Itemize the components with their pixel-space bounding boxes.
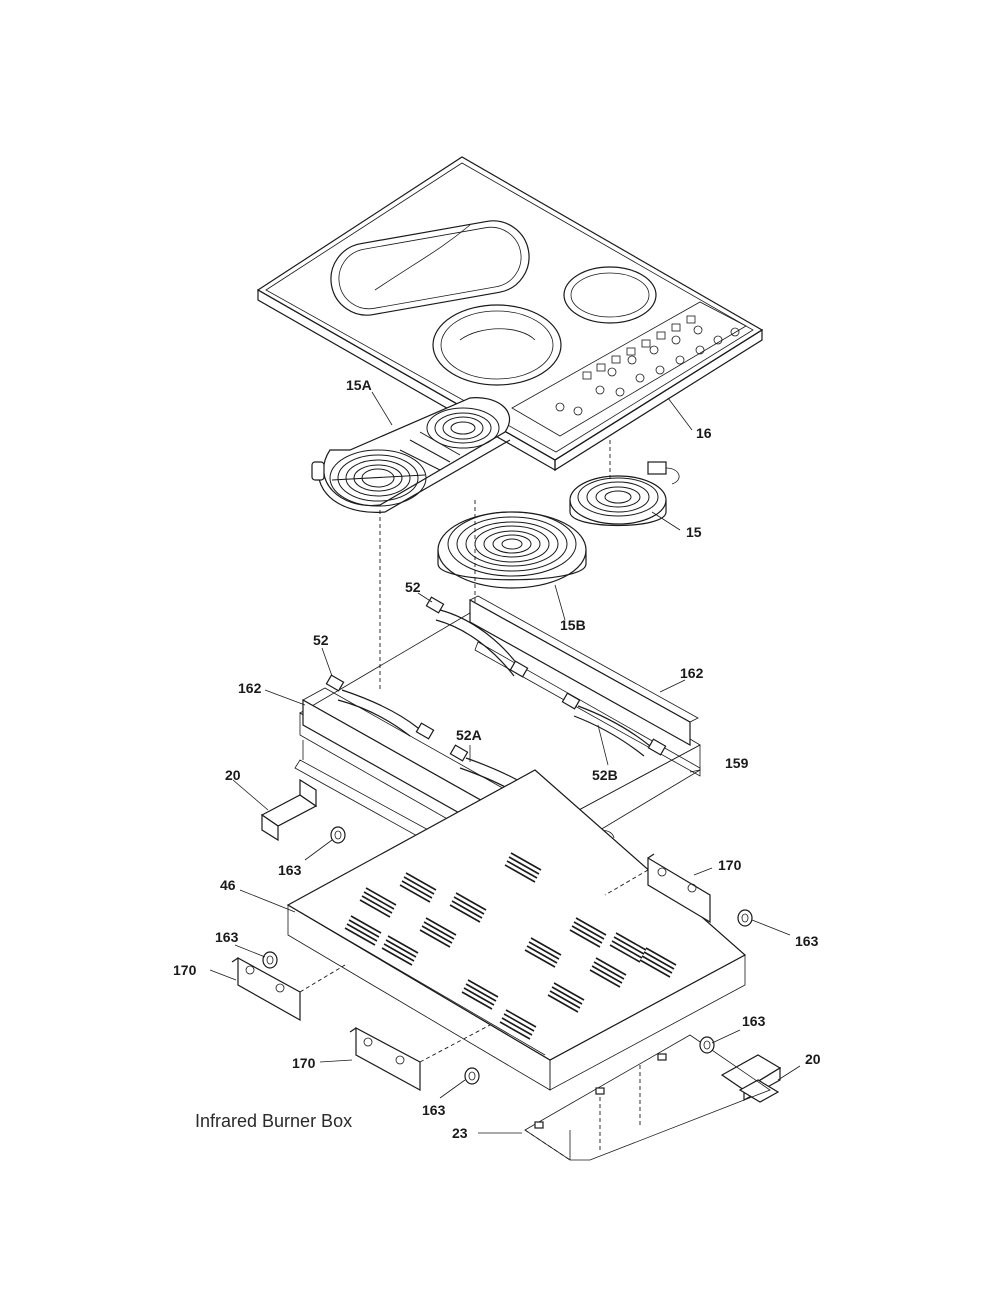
label-20-left: 20 <box>225 767 241 783</box>
label-163-a: 163 <box>278 862 302 878</box>
burner-element-15 <box>569 461 680 527</box>
label-162-right: 162 <box>680 665 704 681</box>
label-52A: 52A <box>456 727 482 743</box>
label-15B: 15B <box>560 617 586 633</box>
label-46: 46 <box>220 877 236 893</box>
grommet-163-e <box>464 1067 480 1085</box>
label-52B: 52B <box>592 767 618 783</box>
label-52-upper: 52 <box>405 579 421 595</box>
label-23: 23 <box>452 1125 468 1141</box>
cooktop-glass-top <box>256 156 764 472</box>
bracket-170-left <box>231 956 346 1022</box>
burner-element-15B <box>437 511 587 589</box>
bracket-162-right <box>469 595 701 777</box>
label-163-c: 163 <box>795 933 819 949</box>
label-163-d: 163 <box>742 1013 766 1029</box>
grommet-163-d <box>699 1036 715 1054</box>
burner-element-15A <box>311 397 511 513</box>
label-15A: 15A <box>346 377 372 393</box>
grommet-163-a <box>330 826 346 844</box>
bottom-plate-23 <box>524 1034 771 1161</box>
label-170-mid: 170 <box>292 1055 316 1071</box>
label-16: 16 <box>696 425 712 441</box>
support-bar-52B <box>561 692 667 757</box>
vent-slots <box>344 852 677 1040</box>
bracket-170-mid <box>349 1024 491 1092</box>
label-170-left: 170 <box>173 962 197 978</box>
clip-20-right <box>720 1054 782 1103</box>
label-15: 15 <box>686 524 702 540</box>
support-bar-52-lower <box>325 674 435 740</box>
label-163-e: 163 <box>422 1102 446 1118</box>
label-163-b: 163 <box>215 929 239 945</box>
bracket-170-right <box>604 853 711 924</box>
grommet-163-b <box>262 951 278 969</box>
leader-lines <box>209 391 801 1134</box>
diagram-caption: Infrared Burner Box <box>195 1111 352 1131</box>
label-52-lower: 52 <box>313 632 329 648</box>
label-162-left: 162 <box>238 680 262 696</box>
label-20-right: 20 <box>805 1051 821 1067</box>
label-170-right: 170 <box>718 857 742 873</box>
label-159: 159 <box>725 755 749 771</box>
clip-20-left <box>260 778 318 842</box>
burner-box-46 <box>286 769 747 1091</box>
grommet-163-c <box>737 909 753 927</box>
